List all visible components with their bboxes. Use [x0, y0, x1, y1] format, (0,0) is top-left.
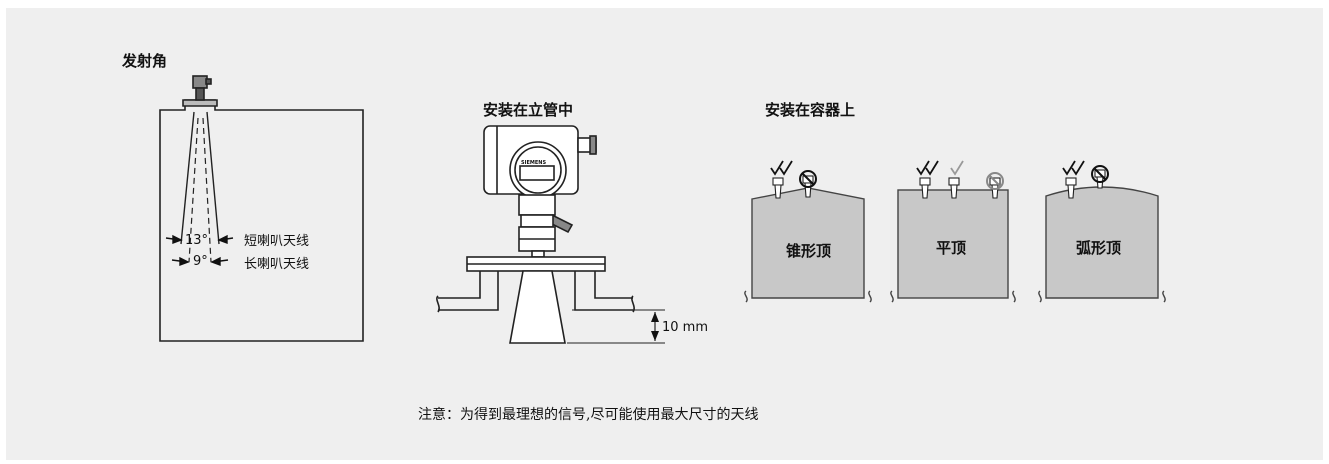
standpipe-diagram: [436, 125, 665, 344]
check-icon: [779, 160, 793, 176]
dome-roof-tank: [1038, 186, 1166, 303]
flat-roof-label: 平顶: [936, 239, 967, 257]
nozzle-flange: [182, 99, 218, 107]
check-icons: [770, 160, 1085, 176]
beam-line-right: [206, 111, 220, 245]
cone-roof-tank: [744, 187, 872, 303]
prohibited-icon: [986, 172, 1004, 190]
long-horn-label: 长喇叭天线: [244, 257, 310, 272]
check-icon: [1071, 160, 1085, 176]
horn-antenna: [509, 270, 566, 344]
vessel-outline: [159, 99, 364, 342]
flat-roof-tank: [890, 189, 1016, 303]
prohibited-icon: [1091, 165, 1109, 183]
check-icon: [916, 160, 930, 176]
check-icon: [770, 160, 784, 176]
cone-roof-label: 锥形顶: [786, 242, 832, 260]
short-horn-angle: 13°: [185, 233, 209, 248]
dimension-arrow-up: [651, 312, 659, 322]
pipe-clearance-label: 10 mm: [662, 320, 709, 335]
vessel-title: 安装在容器上: [765, 101, 856, 119]
beam-angle-title: 发射角: [122, 52, 168, 70]
tank-sensors: [772, 169, 1106, 199]
beam-inner-left: [188, 117, 199, 263]
beam-line-left: [180, 111, 195, 245]
beam-inner-right: [202, 117, 212, 263]
check-icon: [950, 160, 964, 176]
long-horn-angle: 9°: [193, 254, 208, 269]
pipe-left: [438, 271, 499, 311]
beam-angle-diagram: [159, 75, 364, 342]
prohibited-icon: [799, 170, 817, 188]
dome-roof-label: 弧形顶: [1076, 239, 1122, 257]
short-horn-label: 短喇叭天线: [244, 234, 310, 249]
dimension-arrow-down: [651, 331, 659, 341]
check-icon: [1062, 160, 1076, 176]
angle-arrows: [165, 234, 234, 267]
standpipe-title: 安装在立管中: [483, 101, 574, 119]
check-icon: [925, 160, 939, 176]
footnote: 注意：为得到最理想的信号,尽可能使用最大尺寸的天线: [418, 407, 759, 423]
lcd-display: [519, 165, 555, 181]
not-recommended-icons: [799, 165, 1109, 190]
pipe-right: [574, 271, 633, 311]
sensor-head: [192, 75, 208, 89]
brand-logo: SIEMENS: [521, 160, 547, 166]
